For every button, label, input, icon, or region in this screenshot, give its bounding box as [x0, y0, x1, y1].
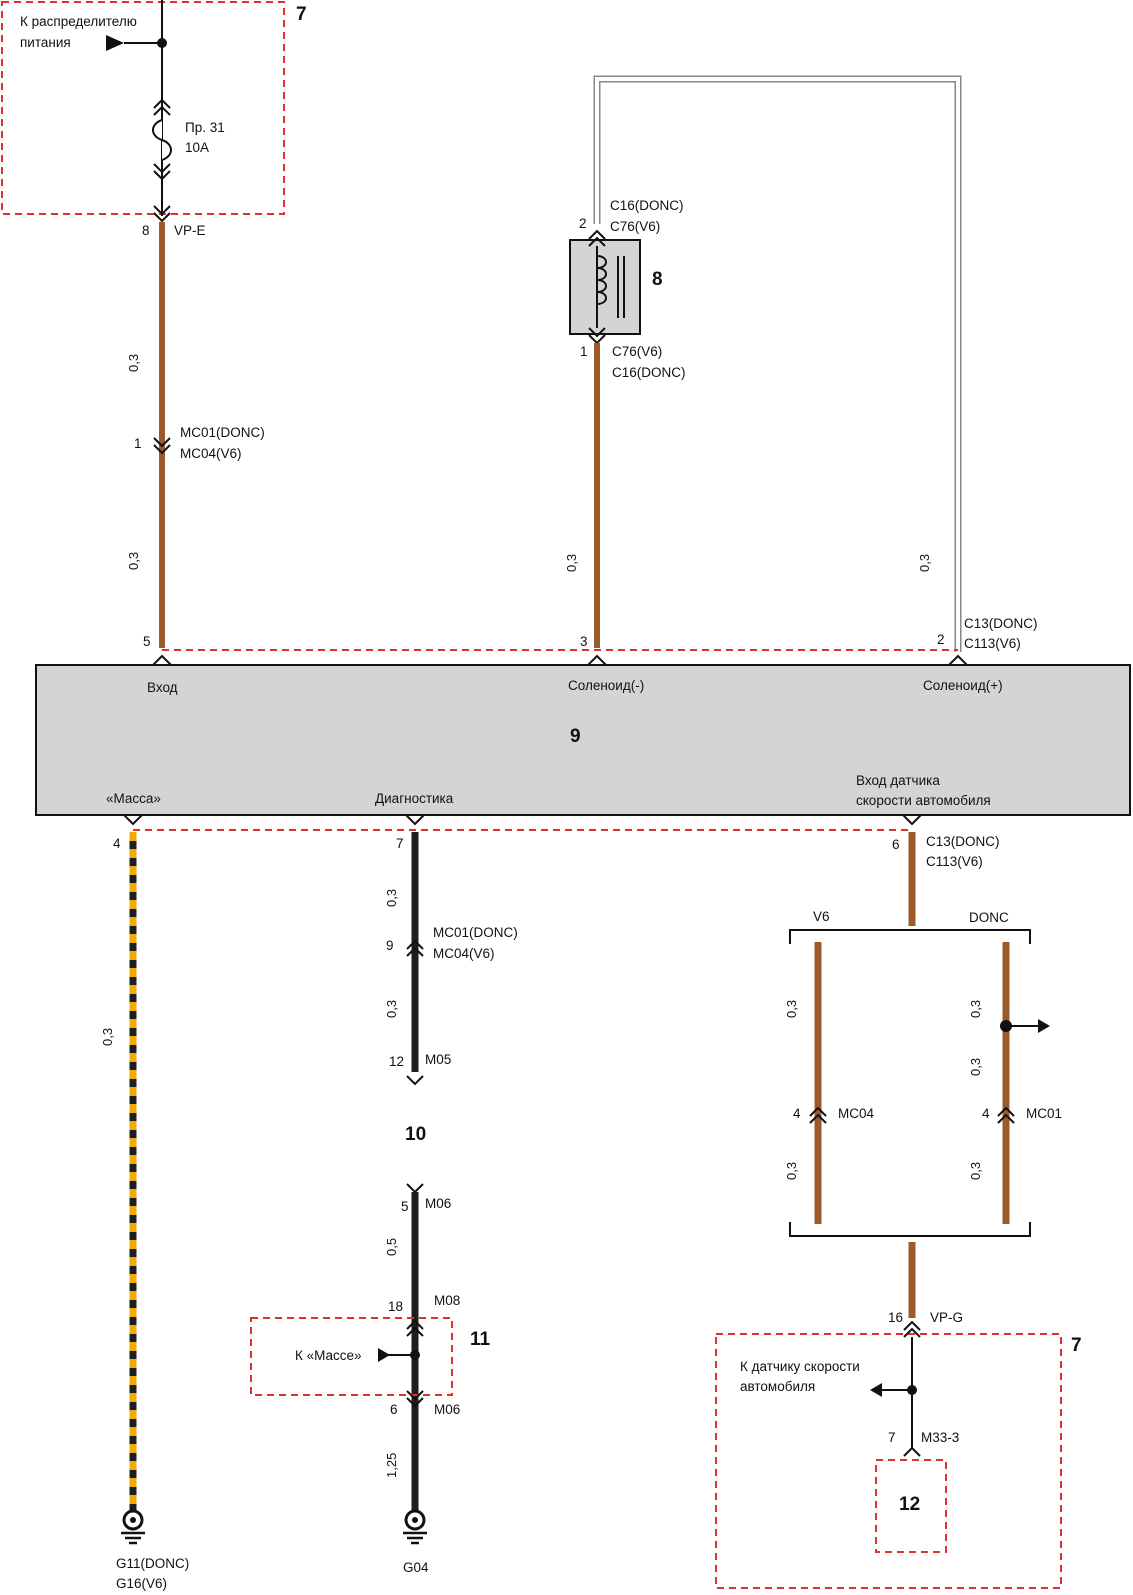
variant-donc-label: DONC — [969, 910, 1009, 925]
sol-pin-2: 2 — [579, 216, 587, 231]
m06-bottom-label: M06 — [434, 1402, 460, 1417]
wire-gauge: 0,3 — [968, 1000, 983, 1018]
ecu-pin-2: 2 — [937, 632, 945, 647]
diag-connector-number: 10 — [405, 1124, 426, 1145]
ecu-pin-6: 6 — [892, 837, 900, 852]
sol-pin-2-label-1: C16(DONC) — [610, 198, 684, 213]
diag-mc-pin: 9 — [386, 938, 394, 953]
mc01-pin: 1 — [134, 436, 142, 451]
mc04-pin: 4 — [793, 1106, 801, 1121]
solenoid: 8 2 C16(DONC) C76(V6) 1 C76(V6) C16(DONC… — [564, 75, 1038, 652]
fuse-icon — [152, 119, 172, 161]
diag-mc-label-1: MC01(DONC) — [433, 925, 518, 940]
ecu-pin-4: 4 — [113, 836, 121, 851]
wire-gauge: 0,3 — [917, 554, 932, 572]
ground-splice-box — [250, 1317, 453, 1396]
vp-e-pin: 8 — [142, 223, 150, 238]
speed-sensor-label-2: автомобиля — [740, 1379, 815, 1394]
mc01-pin: 4 — [982, 1106, 990, 1121]
ecu-pin-5: 5 — [143, 634, 151, 649]
ecu-pin-7: 7 — [396, 836, 404, 851]
wire-speed-sensor: 6 C13(DONC) C113(V6) V6 DONC 0,3 4 MC04 … — [715, 832, 1082, 1589]
ecu-pin-2-label-2: C113(V6) — [964, 636, 1021, 651]
ground-splice-number: 11 — [470, 1329, 491, 1350]
fuse-rating-label: 10А — [185, 140, 209, 155]
splice-dot — [157, 38, 167, 48]
ecu-pin-speed-1: Вход датчика — [856, 773, 940, 788]
ground-icon — [403, 1509, 427, 1545]
ecu-pin-solenoid-minus: Соленоид(-) — [568, 678, 644, 693]
ground-g04-label: G04 — [403, 1560, 429, 1575]
mc01-label-1: MC01(DONC) — [180, 425, 265, 440]
variant-v6-label: V6 — [813, 909, 830, 924]
ecu-pin-diag: Диагностика — [375, 791, 454, 806]
ecu-pin-2-label-1: C13(DONC) — [964, 616, 1038, 631]
mc04-label: MC04 — [838, 1106, 875, 1121]
m05-label: M05 — [425, 1052, 451, 1067]
solenoid-number: 8 — [652, 269, 663, 290]
ecu-pin-6-label-1: C13(DONC) — [926, 834, 1000, 849]
ecu-pin-speed-2: скорости автомобиля — [856, 793, 991, 808]
fuse-block-top-number: 7 — [296, 4, 307, 25]
power-distributor-label-1: К распределителю — [20, 14, 137, 29]
ground-icon — [121, 1509, 145, 1545]
vp-g-pin: 16 — [888, 1310, 903, 1325]
ecu-pin-solenoid-plus: Соленоид(+) — [923, 678, 1003, 693]
m08-label: M08 — [434, 1293, 460, 1308]
wire-gauge: 0,3 — [384, 889, 399, 907]
wire-gauge: 0,3 — [784, 1000, 799, 1018]
wire-gauge: 0,3 — [100, 1028, 115, 1046]
ecu-pin-6-label-2: C113(V6) — [926, 854, 983, 869]
arrow-right-icon — [1038, 1019, 1050, 1033]
wire-gauge: 0,3 — [126, 354, 141, 372]
mc01-label-2: MC04(V6) — [180, 446, 242, 461]
diag-mc-label-2: MC04(V6) — [433, 946, 495, 961]
fuse-number-label: Пр. 31 — [185, 120, 225, 135]
ecu-block: Вход Соленоид(-) Соленоид(+) 9 «Масса» Д… — [35, 654, 1131, 826]
m06-bottom-pin: 6 — [390, 1402, 398, 1417]
coil-icon — [596, 255, 607, 305]
vp-g-label: VP-G — [930, 1310, 963, 1325]
wire-ground: 4 0,3 G11(DONC) G16(V6) — [100, 832, 189, 1591]
wire-gauge: 0,3 — [968, 1162, 983, 1180]
wire-gauge: 0,5 — [384, 1238, 399, 1256]
ground-splice-label: К «Массе» — [295, 1348, 362, 1363]
m33-pin: 7 — [888, 1430, 896, 1445]
ecu-pin-3: 3 — [580, 634, 588, 649]
wire-diagnostics: 7 0,3 9 MC01(DONC) MC04(V6) 0,3 12 M05 1… — [250, 832, 518, 1575]
wire-gauge: 0,3 — [968, 1058, 983, 1076]
m33-label: M33-3 — [921, 1430, 959, 1445]
mc01-label: MC01 — [1026, 1106, 1062, 1121]
sol-pin-1-label-1: C76(V6) — [612, 344, 662, 359]
ground-g11-label-1: G11(DONC) — [116, 1556, 189, 1571]
vp-e-label: VP-E — [174, 223, 206, 238]
fuse-block-bottom — [715, 1333, 1062, 1589]
wire-gauge: 0,3 — [126, 552, 141, 570]
speed-sensor-box — [875, 1459, 947, 1553]
ecu-pin-massa: «Масса» — [106, 791, 161, 806]
sol-pin-1-label-2: C16(DONC) — [612, 365, 686, 380]
m06-top-pin: 5 — [401, 1199, 409, 1214]
fuse-block-top: 7 К распределителю питания Пр. 31 10А — [1, 0, 307, 223]
ecu-pin-vhod: Вход — [147, 680, 178, 695]
ground-g11-label-2: G16(V6) — [116, 1576, 167, 1591]
sol-pin-2-label-2: C76(V6) — [610, 219, 660, 234]
m06-top-label: M06 — [425, 1196, 451, 1211]
m08-pin: 18 — [388, 1299, 403, 1314]
wire-gauge: 0,3 — [564, 554, 579, 572]
wire-input: 8 VP-E 0,3 1 MC01(DONC) MC04(V6) 0,3 5 — [126, 222, 265, 649]
wire-gauge: 0,3 — [784, 1162, 799, 1180]
arrow-left-icon — [870, 1383, 882, 1397]
wire-gauge: 1,25 — [384, 1453, 399, 1478]
ecu-number: 9 — [570, 726, 581, 747]
power-distributor-label-2: питания — [20, 35, 71, 50]
wire-gauge: 0,3 — [384, 1000, 399, 1018]
sol-pin-1: 1 — [580, 344, 588, 359]
m05-pin: 12 — [389, 1054, 404, 1069]
speed-sensor-number: 12 — [899, 1494, 920, 1515]
fuse-block-bottom-number: 7 — [1071, 1335, 1082, 1356]
speed-sensor-label-1: К датчику скорости — [740, 1359, 860, 1374]
